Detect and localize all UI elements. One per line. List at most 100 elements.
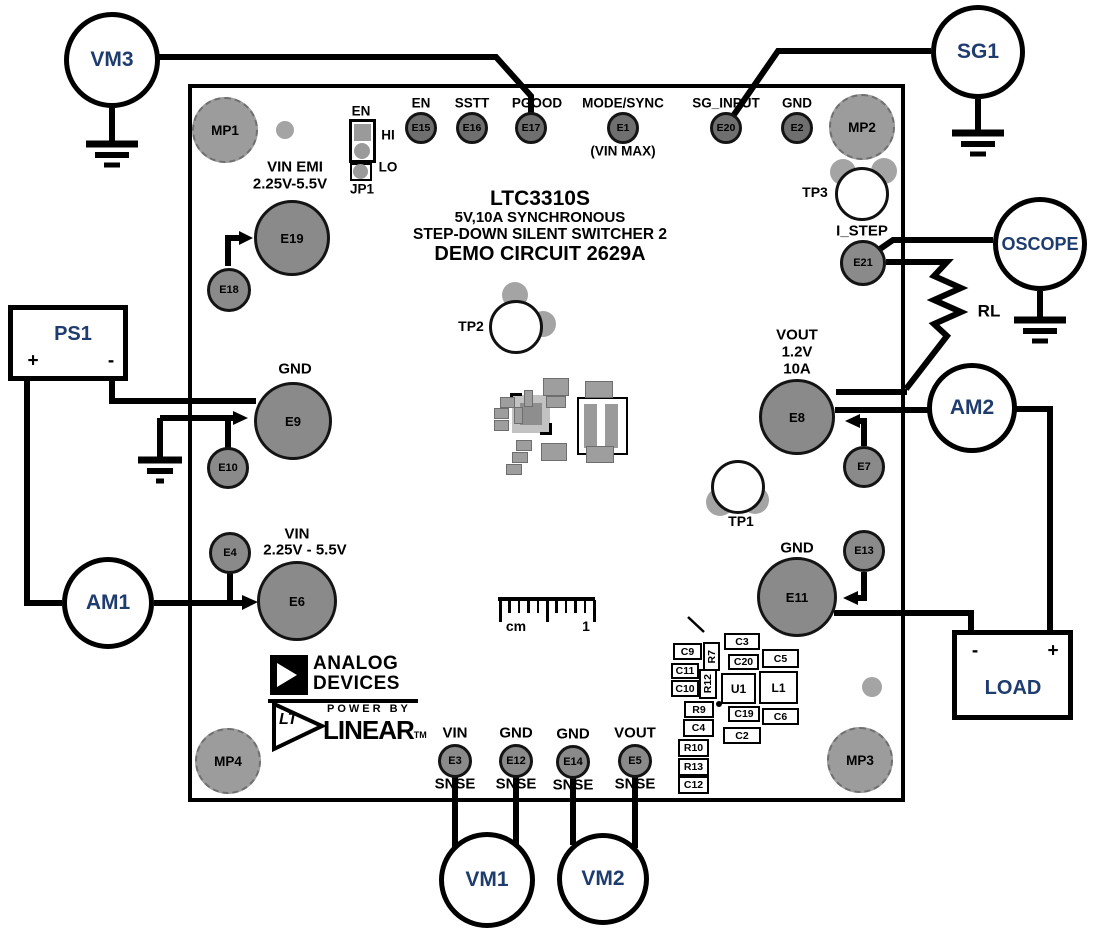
instrument-am1: AM1	[62, 557, 154, 649]
pad-e9: E9	[254, 382, 332, 460]
pad-e17: E17	[515, 112, 547, 144]
component-c6: C6	[762, 708, 799, 725]
pad-e10: E10	[207, 447, 249, 489]
smd-pad	[500, 397, 515, 408]
wire-vm3-to-pgood	[158, 54, 534, 114]
pad-e7: E7	[843, 446, 885, 488]
testpoint-tp2	[489, 300, 543, 354]
vout-voltage-label: 1.2V	[781, 343, 813, 361]
pad-e1: E1	[607, 112, 639, 144]
pad-label-e20: SG_INPUT	[692, 95, 760, 111]
pad-sublabel-e1: (VIN MAX)	[590, 143, 656, 159]
smd-pad	[506, 464, 522, 475]
sense-sublabel-e14: SNSE	[552, 776, 594, 794]
component-r9: R9	[684, 701, 714, 718]
testpoint-label-tp2: TP2	[458, 318, 484, 334]
component-c19: C19	[728, 706, 760, 722]
wire-e21-rl-resistor	[886, 259, 969, 391]
ruler-tick	[517, 600, 521, 613]
inductor-footprint	[577, 397, 628, 455]
sense-sublabel-e3: SNSE	[434, 775, 476, 793]
component-c9: C9	[673, 643, 702, 660]
linear-technology-mark-icon: LT	[272, 701, 327, 753]
ruler-tick	[555, 600, 558, 613]
pad-label-e2: GND	[782, 95, 812, 111]
pad-e16: E16	[456, 112, 488, 144]
ruler-tick	[499, 600, 502, 622]
wire-am2-to-load	[1016, 406, 1053, 634]
ruler-tick	[536, 600, 540, 613]
smd-pad	[524, 390, 533, 407]
jp1-pin-hi[interactable]	[354, 143, 370, 159]
testpoint-tp3	[835, 167, 889, 221]
pad-e4: E4	[209, 532, 251, 574]
jp1-hi-label: HI	[381, 127, 395, 143]
ruler-bar	[498, 597, 595, 601]
component-l1: L1	[759, 671, 798, 704]
sense-label-e3: VIN	[442, 724, 468, 742]
ps1-plus-terminal: +	[27, 350, 39, 372]
arrowheads	[233, 231, 860, 610]
jp1-shunt[interactable]	[354, 124, 371, 141]
pad-label-e17: PGOOD	[511, 95, 563, 111]
pad-e20: E20	[710, 112, 742, 144]
analog-devices-logo-text: ANALOG DEVICES	[313, 654, 400, 694]
wire-sg1-to-sginput	[728, 48, 931, 121]
smd-pad	[543, 378, 569, 396]
jp1-name-label: JP1	[349, 181, 375, 197]
adi-word-2: DEVICES	[313, 673, 400, 694]
gnd-left-label: GND	[278, 360, 312, 378]
component-c2: C2	[723, 727, 761, 744]
board-title-line1: LTC3310S	[489, 187, 590, 210]
silkscreen-tick	[687, 616, 705, 633]
pad-e15: E15	[405, 112, 437, 144]
component-u1: U1	[721, 673, 756, 704]
smd-pad	[494, 420, 509, 431]
component-c10: C10	[671, 680, 699, 697]
pad-e2: E2	[781, 112, 813, 144]
component-c20: C20	[728, 654, 759, 670]
pad-label-e16: SSTT	[454, 95, 490, 111]
testpoint-label-tp3: TP3	[802, 184, 828, 200]
wire-e21-to-oscope	[875, 237, 993, 254]
smd-pad	[494, 408, 509, 419]
board-title-line2: 5V,10A SYNCHRONOUS	[454, 209, 626, 226]
smd-pad	[514, 407, 523, 424]
vout-current-label: 10A	[783, 360, 811, 378]
jp1-en-label: EN	[351, 103, 371, 119]
ruler-tick	[546, 600, 549, 622]
ruler-unit-label: cm	[505, 618, 527, 634]
instrument-am2: AM2	[927, 363, 1017, 453]
instrument-sg1: SG1	[931, 5, 1025, 99]
vin-emi-range-label: 2.25V-5.5V	[252, 175, 328, 193]
component-c3: C3	[724, 633, 760, 650]
load-plus-terminal: +	[1047, 640, 1059, 662]
gnd-right-label: GND	[780, 539, 814, 557]
pad-e21: E21	[840, 240, 886, 286]
board-title-line3: STEP-DOWN SILENT SWITCHER 2	[412, 226, 668, 243]
component-c12: C12	[678, 776, 709, 794]
ruler-tick	[564, 600, 568, 613]
ruler-tick	[527, 600, 530, 613]
board-title: LTC3310S 5V,10A SYNCHRONOUS STEP-DOWN SI…	[412, 187, 668, 266]
power-supply-ps1: PS1 + -	[8, 305, 128, 381]
smd-pad	[586, 446, 614, 463]
component-c5: C5	[762, 649, 799, 668]
rl-resistor-label: RL	[977, 301, 1001, 321]
pad-e3: E3	[438, 744, 472, 778]
adi-triangle-icon	[277, 663, 297, 687]
sense-label-e14: GND	[556, 725, 590, 743]
wire-e11-to-load	[834, 610, 974, 634]
smd-pad	[516, 440, 532, 451]
sense-sublabel-e5: SNSE	[614, 775, 656, 793]
pad-label-e15: EN	[411, 95, 431, 111]
jp1-pin-lo[interactable]	[353, 164, 368, 179]
ruler-tick	[508, 600, 511, 613]
ruler-tick	[574, 600, 577, 613]
ic-corner-mark	[540, 423, 552, 435]
load-minus-terminal: -	[971, 640, 979, 662]
pad-e11: E11	[757, 557, 837, 637]
vin-emi-label: VIN EMI	[267, 158, 323, 176]
